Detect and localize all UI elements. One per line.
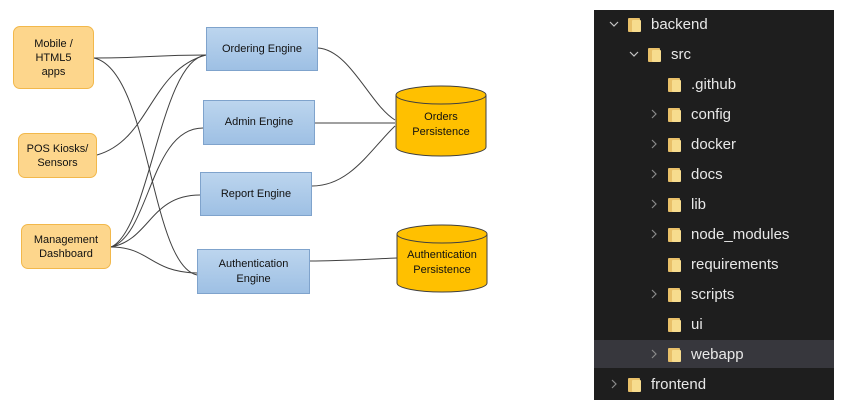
tree-item-label: config — [691, 105, 732, 123]
chevron-right-icon[interactable] — [648, 348, 660, 360]
folder-icon — [668, 287, 681, 302]
tree-item-docker[interactable]: docker — [594, 130, 834, 158]
tree-item-label: lib — [691, 195, 707, 213]
connector-management-authentication — [110, 246, 198, 274]
tree-item-backend[interactable]: backend — [594, 10, 834, 38]
client-pos-kiosks-sensors: POS Kiosks/ Sensors — [18, 133, 97, 178]
folder-icon — [668, 167, 681, 182]
authentication-persistence-db — [396, 224, 488, 293]
folder-icon — [668, 227, 681, 242]
client-management-dashboard: Management Dashboard — [21, 224, 111, 269]
chevron-right-icon[interactable] — [648, 198, 660, 210]
folder-icon — [668, 197, 681, 212]
engine-admin: Admin Engine — [203, 100, 315, 145]
chevron-right-icon[interactable] — [608, 378, 620, 390]
connector-pos-ordering — [96, 54, 207, 156]
connector-report-orders — [311, 125, 396, 187]
tree-item-label: ui — [691, 315, 703, 333]
engine-report: Report Engine — [200, 172, 312, 216]
file-explorer-panel: backend src.github config docker docs lib node… — [594, 10, 834, 400]
tree-item-label: .github — [691, 75, 737, 93]
connector-mobile-ordering — [93, 54, 207, 59]
tree-item-label: docker — [691, 135, 737, 153]
chevron-right-icon[interactable] — [648, 168, 660, 180]
tree-item-label: docs — [691, 165, 723, 183]
chevron-right-icon[interactable] — [648, 108, 660, 120]
authentication-persistence-label: Authentication Persistence — [407, 249, 477, 276]
chevron-placeholder — [648, 258, 660, 270]
client-mobile-html5-apps: Mobile / HTML5 apps — [13, 26, 94, 89]
tree-item-label: backend — [651, 15, 708, 33]
connector-management-report — [110, 194, 201, 248]
folder-icon — [668, 347, 681, 362]
connector-management-admin — [110, 127, 204, 248]
folder-icon — [668, 317, 681, 332]
tree-item-label: node_modules — [691, 225, 790, 243]
folder-icon — [628, 17, 641, 32]
chevron-right-icon[interactable] — [648, 138, 660, 150]
chevron-down-icon[interactable] — [628, 48, 640, 60]
chevron-down-icon[interactable] — [608, 18, 620, 30]
tree-item-frontend[interactable]: frontend — [594, 370, 834, 398]
chevron-placeholder — [648, 318, 660, 330]
tree-item-github[interactable]: .github — [594, 70, 834, 98]
tree-item-label: requirements — [691, 255, 779, 273]
folder-icon — [648, 47, 661, 62]
tree-item-label: scripts — [691, 285, 735, 303]
connector-ordering-orders — [317, 47, 396, 121]
tree-item-lib[interactable]: lib — [594, 190, 834, 218]
folder-icon — [668, 257, 681, 272]
chevron-placeholder — [648, 78, 660, 90]
engine-authentication: Authentication Engine — [197, 249, 310, 294]
folder-icon — [668, 77, 681, 92]
tree-item-config[interactable]: config — [594, 100, 834, 128]
connector-auth-authpersistence — [309, 257, 398, 262]
architecture-diagram — [93, 47, 488, 293]
chevron-right-icon[interactable] — [648, 288, 660, 300]
folder-icon — [668, 107, 681, 122]
tree-item-ui[interactable]: ui — [594, 310, 834, 338]
tree-item-webapp[interactable]: webapp — [594, 340, 834, 368]
orders-persistence-label: Orders Persistence — [412, 111, 470, 138]
tree-item-src[interactable]: src — [594, 40, 834, 68]
connector-mobile-authentication — [93, 57, 198, 276]
tree-item-label: src — [671, 45, 691, 63]
folder-icon — [668, 137, 681, 152]
folder-icon — [628, 377, 641, 392]
tree-item-label: frontend — [651, 375, 707, 393]
tree-item-requirements[interactable]: requirements — [594, 250, 834, 278]
chevron-right-icon[interactable] — [648, 228, 660, 240]
tree-item-docs[interactable]: docs — [594, 160, 834, 188]
connector-management-ordering — [110, 54, 207, 248]
engine-ordering: Ordering Engine — [206, 27, 318, 71]
orders-persistence-db — [395, 85, 487, 157]
tree-item-label: webapp — [691, 345, 744, 363]
tree-item-node-modules[interactable]: node_modules — [594, 220, 834, 248]
tree-item-scripts[interactable]: scripts — [594, 280, 834, 308]
